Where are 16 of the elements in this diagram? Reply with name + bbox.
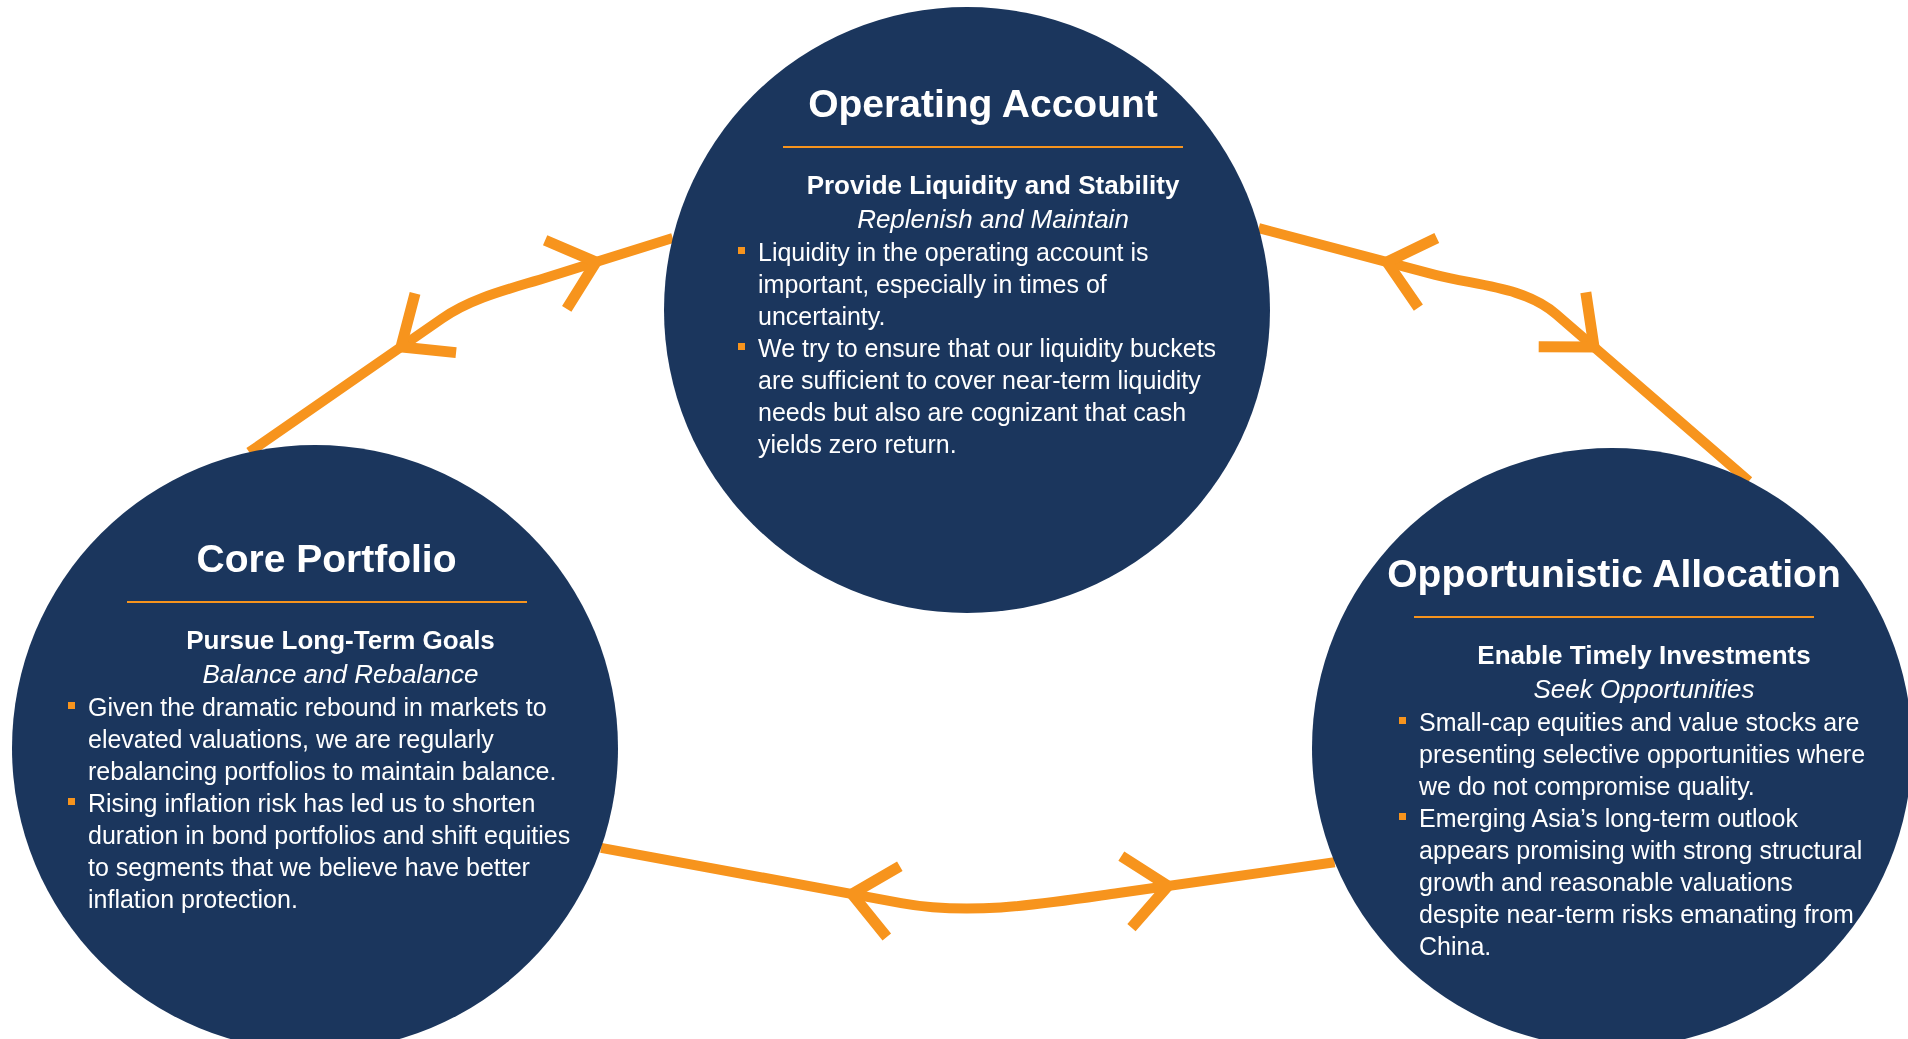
tagline: Seek Opportunities bbox=[1533, 673, 1755, 706]
tagline: Balance and Rebalance bbox=[202, 658, 479, 691]
bullet-text: Liquidity in the operating account is important, especially in times of uncertainty. bbox=[736, 236, 1228, 332]
subtitle: Provide Liquidity and Stability bbox=[806, 169, 1180, 202]
node-title: Core Portfolio bbox=[196, 537, 457, 581]
subtitle: Enable Timely Investments bbox=[1477, 639, 1811, 672]
curved-arrow bbox=[600, 842, 1336, 943]
node-title: Operating Account bbox=[808, 82, 1158, 126]
bullet-text: Given the dramatic rebound in markets to elevated valuations, we are regularly rebalancing portfolios to maintain balance. bbox=[66, 691, 593, 787]
bullet-text: Rising inflation risk has led us to shorten duration in bond portfolios and shift equities to segments that we believe have better inflation protection. bbox=[66, 787, 593, 915]
bullet-text: Small-cap equities and value stocks are presenting selective opportunities where we do not compromise quality. bbox=[1397, 706, 1869, 802]
node-title: Opportunistic Allocation bbox=[1387, 552, 1841, 596]
bullet-text: We try to ensure that our liquidity buckets are sufficient to cover near-term liquidity needs but also are cognizant that cash yields zero return. bbox=[736, 332, 1228, 460]
tagline: Replenish and Maintain bbox=[857, 203, 1129, 236]
subtitle: Pursue Long-Term Goals bbox=[186, 624, 495, 657]
bullet-text: Emerging Asia’s long-term outlook appears promising with strong structural growth and reasonable valuations despite near-term risks emanating from China. bbox=[1397, 802, 1869, 962]
